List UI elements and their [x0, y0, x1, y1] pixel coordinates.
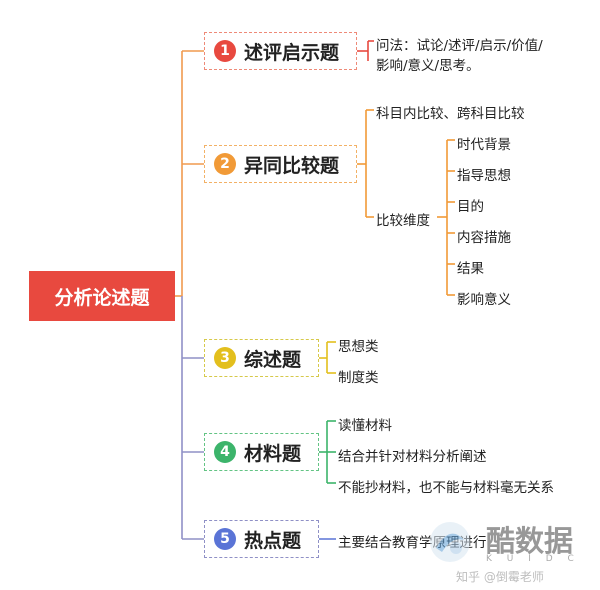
- root-label: 分析论述题: [54, 286, 150, 309]
- leaf-question-forms-1: 问法：试论/述评/启示/价值/: [376, 38, 543, 54]
- leaf-dimension-background: 时代背景: [457, 137, 511, 153]
- category-label: 热点题: [244, 529, 302, 552]
- category-label: 述评启示题: [244, 41, 340, 64]
- leaf-read-material: 读懂材料: [338, 418, 392, 434]
- number-badge: 1: [214, 40, 236, 62]
- category-comparison: 2 异同比较题: [204, 145, 357, 183]
- number-badge: 4: [214, 441, 236, 463]
- leaf-thought-type: 思想类: [338, 339, 379, 355]
- leaf-analyze-material: 结合并针对材料分析阐述: [338, 449, 487, 465]
- category-label: 材料题: [244, 442, 302, 465]
- category-label: 异同比较题: [244, 154, 340, 177]
- leaf-comparison-scope: 科目内比较、跨科目比较: [376, 106, 525, 122]
- leaf-hot-topic-approach: 主要结合教育学原理进行: [338, 535, 487, 551]
- number-badge: 5: [214, 528, 236, 550]
- leaf-no-copy-material: 不能抄材料，也不能与材料毫无关系: [338, 480, 554, 496]
- number-badge: 2: [214, 153, 236, 175]
- category-review: 3 综述题: [204, 339, 319, 377]
- leaf-question-forms-2: 影响/意义/思考。: [376, 58, 480, 74]
- leaf-dimension-significance: 影响意义: [457, 292, 511, 308]
- leaf-comparison-dimensions: 比较维度: [376, 213, 430, 229]
- leaf-dimension-ideology: 指导思想: [457, 168, 511, 184]
- category-hot-topic: 5 热点题: [204, 520, 319, 558]
- number-badge: 3: [214, 347, 236, 369]
- leaf-dimension-result: 结果: [457, 261, 484, 277]
- category-material: 4 材料题: [204, 433, 319, 471]
- leaf-system-type: 制度类: [338, 370, 379, 386]
- leaf-dimension-measures: 内容措施: [457, 230, 511, 246]
- category-label: 综述题: [244, 348, 302, 371]
- leaf-dimension-purpose: 目的: [457, 199, 484, 215]
- root-node: 分析论述题: [29, 271, 175, 321]
- category-commentary: 1 述评启示题: [204, 32, 357, 70]
